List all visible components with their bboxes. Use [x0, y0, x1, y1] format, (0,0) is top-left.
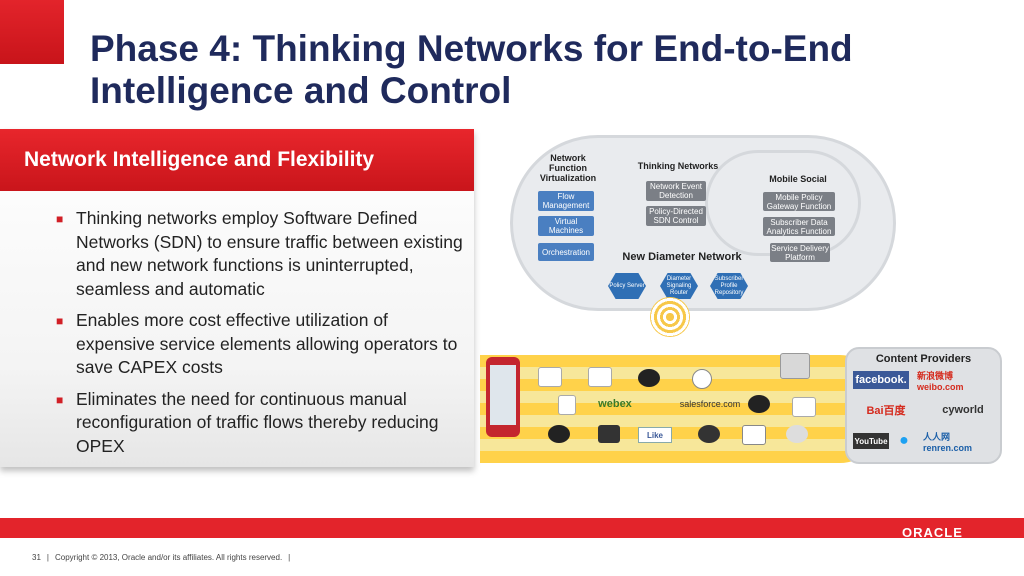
mobile-social-label: Mobile Social	[769, 174, 827, 184]
content-providers-box: Content Providers facebook. 新浪微博 weibo.c…	[845, 347, 1002, 464]
webex-logo: webex	[598, 398, 632, 410]
notes-icon	[558, 395, 576, 415]
panel-header: Network Intelligence and Flexibility	[0, 129, 474, 191]
footer-bar	[0, 518, 1024, 538]
slide-title: Phase 4: Thinking Networks for End-to-En…	[90, 28, 990, 112]
content-providers-label: Content Providers	[875, 353, 972, 365]
diameter-network-label: New Diameter Network	[622, 251, 742, 263]
footer-text: 31|Copyright © 2013, Oracle and/or its a…	[32, 553, 291, 562]
mobile-box: Mobile Policy Gateway Function	[763, 192, 835, 211]
graph-icon	[792, 397, 816, 417]
thinking-networks-label: Thinking Networks	[637, 161, 719, 171]
bullet-item: ■ Enables more cost effective utilization…	[56, 309, 466, 380]
content-panel: Network Intelligence and Flexibility ■ Th…	[0, 129, 474, 467]
mobile-box: Service Delivery Platform	[770, 243, 830, 262]
diameter-node: Diameter Signaling Router	[660, 273, 698, 299]
thinking-box: Policy-Directed SDN Control	[646, 206, 706, 226]
bullet-item: ■ Eliminates the need for continuous manu…	[56, 388, 466, 459]
network-diagram: Network Function Virtualization Flow Man…	[480, 125, 1024, 470]
salesforce-logo: salesforce.com	[679, 399, 741, 409]
mobile-box: Subscriber Data Analytics Function	[763, 217, 835, 236]
copyright-text: Copyright © 2013, Oracle and/or its affi…	[54, 553, 283, 562]
renren-logo: 人人网 renren.com	[923, 431, 973, 453]
music-icon	[786, 425, 808, 443]
baidu-logo: Bai百度	[866, 405, 906, 417]
bullet-item: ■ Thinking networks employ Software Defin…	[56, 207, 466, 301]
nfv-label: Network Function Virtualization	[539, 153, 597, 183]
calendar-icon	[538, 367, 562, 387]
bullet-marker-icon: ■	[56, 392, 64, 407]
youtube-logo: YouTube	[853, 433, 889, 449]
weibo-logo: 新浪微博 weibo.com	[917, 370, 964, 392]
title-line-1: Phase 4: Thinking Networks for End-to-En…	[90, 28, 853, 69]
nfv-box: Orchestration	[538, 243, 594, 261]
signal-target-icon	[650, 297, 690, 337]
document-icon	[588, 367, 612, 387]
oracle-logo: ORACLE	[902, 525, 963, 540]
nfv-box: Virtual Machines	[538, 216, 594, 236]
clock-icon	[692, 369, 712, 389]
bullet-text: Enables more cost effective utilization …	[76, 310, 458, 377]
bullet-marker-icon: ■	[56, 314, 64, 328]
page-number: 31	[32, 553, 41, 562]
chat-icon	[638, 369, 660, 387]
corner-accent	[0, 0, 64, 64]
film-icon	[598, 425, 620, 443]
facebook-logo: facebook.	[853, 371, 909, 389]
bullet-marker-icon: ■	[56, 212, 64, 226]
chat-bubble-icon	[548, 425, 570, 443]
title-line-2: Intelligence and Control	[90, 70, 512, 111]
thinking-box: Network Event Detection	[646, 181, 706, 201]
nfv-box: Flow Management	[538, 191, 594, 211]
bird-icon	[698, 425, 720, 443]
diameter-node: Subscriber Profile Repository	[710, 273, 748, 299]
cyworld-logo: cyworld	[942, 404, 984, 416]
printer-icon	[780, 353, 810, 379]
bullet-list: ■ Thinking networks employ Software Defin…	[56, 207, 466, 466]
speech-bubble-icon	[748, 395, 770, 413]
mail-icon	[742, 425, 766, 445]
twitter-bird-icon: ●	[899, 432, 909, 449]
smartphone-icon	[486, 357, 520, 437]
bullet-text: Eliminates the need for continuous manua…	[76, 388, 439, 456]
diameter-node: Policy Server	[608, 273, 646, 299]
bullet-text: Thinking networks employ Software Define…	[76, 208, 463, 299]
like-button-icon: Like	[638, 427, 672, 443]
